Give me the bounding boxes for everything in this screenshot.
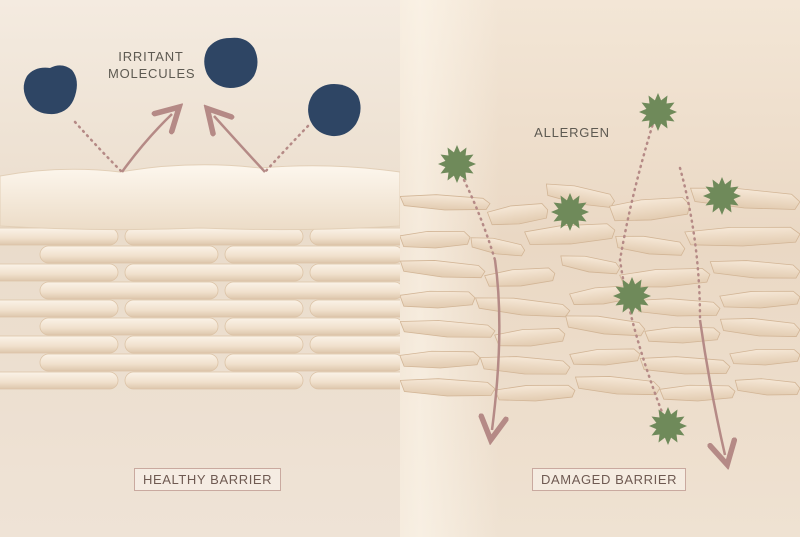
- barrier-shard: [470, 237, 526, 257]
- barrier-brick: [39, 245, 219, 264]
- irritant-label: IRRITANT MOLECULES: [108, 48, 196, 82]
- barrier-brick: [309, 227, 400, 246]
- barrier-shard: [400, 260, 486, 279]
- allergen-path: [678, 166, 702, 322]
- barrier-shard: [659, 384, 736, 402]
- allergen-particle-icon: [703, 177, 741, 215]
- barrier-brick: [0, 371, 119, 390]
- barrier-shard: [690, 187, 800, 210]
- allergen-particle-icon: [438, 145, 476, 183]
- irritant-label-line: MOLECULES: [108, 66, 196, 81]
- barrier-shard: [484, 267, 556, 287]
- barrier-shard: [729, 348, 800, 366]
- lipid-layers: [0, 227, 400, 390]
- barrier-brick: [39, 317, 219, 336]
- allergen-particle-icon: [613, 277, 651, 315]
- damaged-barrier-illustration: [400, 93, 800, 537]
- damaged-layers: [400, 183, 800, 402]
- allergen-path: [618, 112, 667, 422]
- top-barrier-sheet: [0, 164, 400, 231]
- irritant-molecule-icon: [23, 65, 77, 115]
- barrier-brick: [0, 335, 119, 354]
- barrier-brick: [224, 353, 400, 372]
- allergen-particle-icon: [649, 407, 687, 445]
- barrier-shard: [719, 318, 800, 337]
- allergen-label: ALLERGEN: [534, 125, 610, 140]
- barrier-brick: [124, 371, 304, 390]
- allergen-particle-icon: [551, 193, 589, 231]
- barrier-brick: [309, 335, 400, 354]
- healthy-barrier-panel: IRRITANT MOLECULES HEALTHY BARRIER: [0, 0, 400, 537]
- deflect-arrow: [214, 116, 266, 173]
- barrier-shard: [400, 378, 496, 397]
- damaged-barrier-caption: DAMAGED BARRIER: [532, 468, 687, 491]
- barrier-shard: [545, 183, 615, 208]
- barrier-brick: [224, 317, 400, 336]
- barrier-brick: [309, 299, 400, 318]
- barrier-shard: [565, 315, 646, 337]
- barrier-shard: [644, 326, 721, 344]
- irritant-molecule-icon: [204, 37, 258, 88]
- barrier-brick: [39, 353, 219, 372]
- barrier-shard: [479, 356, 571, 375]
- barrier-brick: [309, 371, 400, 390]
- barrier-shard: [486, 203, 549, 226]
- penetration-arrow: [698, 319, 725, 455]
- barrier-shard: [709, 260, 800, 279]
- barrier-shard: [400, 350, 481, 369]
- irritant-path: [263, 124, 310, 174]
- barrier-brick: [0, 299, 119, 318]
- barrier-shard: [560, 255, 621, 275]
- irritant-label-line: IRRITANT: [118, 49, 184, 64]
- barrier-shard: [400, 194, 491, 211]
- barrier-shard: [569, 348, 641, 366]
- irritant-molecule-icon: [308, 84, 361, 137]
- healthy-barrier-illustration: [0, 37, 400, 390]
- allergen-particle-icon: [639, 93, 677, 131]
- barrier-shard: [400, 290, 476, 309]
- penetration-arrow: [492, 259, 499, 430]
- barrier-shard: [574, 376, 661, 396]
- barrier-brick: [124, 299, 304, 318]
- barrier-brick: [0, 227, 119, 246]
- barrier-brick: [224, 281, 400, 300]
- irritant-path: [73, 120, 124, 174]
- barrier-shard: [400, 320, 496, 338]
- barrier-brick: [124, 227, 304, 246]
- barrier-shard: [494, 328, 566, 347]
- barrier-shard: [634, 298, 721, 317]
- barrier-shard: [639, 356, 731, 375]
- barrier-shard: [475, 297, 571, 318]
- barrier-shard: [494, 384, 576, 402]
- barrier-brick: [124, 263, 304, 282]
- barrier-brick: [309, 263, 400, 282]
- barrier-shard: [734, 378, 800, 396]
- healthy-barrier-caption: HEALTHY BARRIER: [134, 468, 282, 491]
- deflect-arrow: [120, 114, 172, 173]
- barrier-brick: [0, 263, 119, 282]
- barrier-brick: [39, 281, 219, 300]
- barrier-shard: [719, 290, 800, 309]
- barrier-shard: [608, 197, 691, 222]
- barrier-shard: [400, 230, 471, 249]
- damaged-barrier-panel: ALLERGEN DAMAGED BARRIER: [400, 0, 800, 537]
- barrier-shard: [684, 226, 800, 247]
- barrier-brick: [224, 245, 400, 264]
- barrier-brick: [124, 335, 304, 354]
